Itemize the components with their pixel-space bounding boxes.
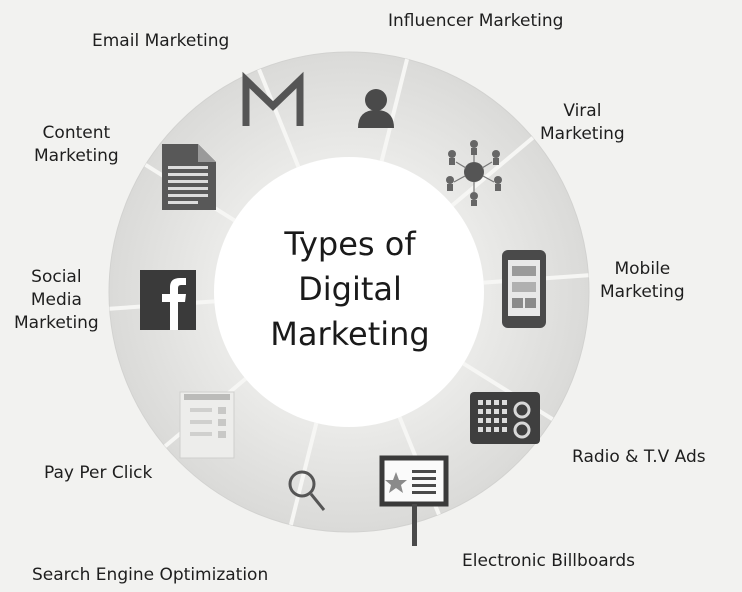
segment-divider	[379, 58, 410, 162]
label-mobile-marketing: Mobile Marketing	[600, 259, 685, 302]
label-search-engine-optimization: Search Engine Optimization	[32, 565, 269, 585]
radio-key-dot	[494, 427, 499, 432]
title-line: Digital	[298, 269, 402, 308]
radio-key-dot	[478, 400, 483, 405]
facebook-icon	[140, 270, 196, 330]
label-viral-marketing: Viral Marketing	[540, 101, 625, 144]
segment-divider	[257, 68, 301, 168]
document-icon	[162, 144, 216, 210]
billboard-icon	[379, 455, 449, 546]
people-network-icon	[446, 140, 502, 206]
radio-key-dot	[486, 409, 491, 414]
label-social-media-marketing: Social Media Marketing	[14, 267, 99, 333]
label-electronic-billboards: Electronic Billboards	[462, 551, 635, 571]
gmail-icon	[242, 71, 304, 126]
diagram-title: Types of Digital Marketing	[245, 222, 455, 356]
radio-key-dot	[494, 400, 499, 405]
segment-divider	[451, 136, 535, 207]
radio-key-dot	[486, 427, 491, 432]
ppc-page-icon	[179, 391, 235, 459]
radio-key-dot	[486, 400, 491, 405]
smartphone-icon	[502, 250, 546, 328]
label-content-marketing: Content Marketing	[34, 123, 119, 166]
radio-key-dot	[478, 427, 483, 432]
radio-key-dot	[478, 418, 483, 423]
label-email-marketing: Email Marketing	[92, 31, 230, 51]
title-line: Types of	[284, 225, 416, 263]
title-line: Marketing	[270, 314, 430, 353]
radio-key-dot	[502, 409, 507, 414]
radio-key-dot	[502, 427, 507, 432]
radio-key-dot	[502, 418, 507, 423]
radio-key-dot	[486, 418, 491, 423]
segment-divider	[288, 422, 319, 526]
radio-icon	[470, 392, 540, 444]
center-circle	[214, 157, 484, 427]
label-radio-tv-ads: Radio & T.V Ads	[572, 447, 706, 467]
radio-key-dot	[502, 400, 507, 405]
magnifier-icon	[288, 470, 326, 511]
person-icon	[358, 89, 394, 128]
label-influencer-marketing: Influencer Marketing	[388, 11, 564, 31]
radio-key-dot	[478, 409, 483, 414]
radio-key-dot	[494, 418, 499, 423]
radio-key-dot	[494, 409, 499, 414]
label-pay-per-click: Pay Per Click	[44, 463, 153, 483]
